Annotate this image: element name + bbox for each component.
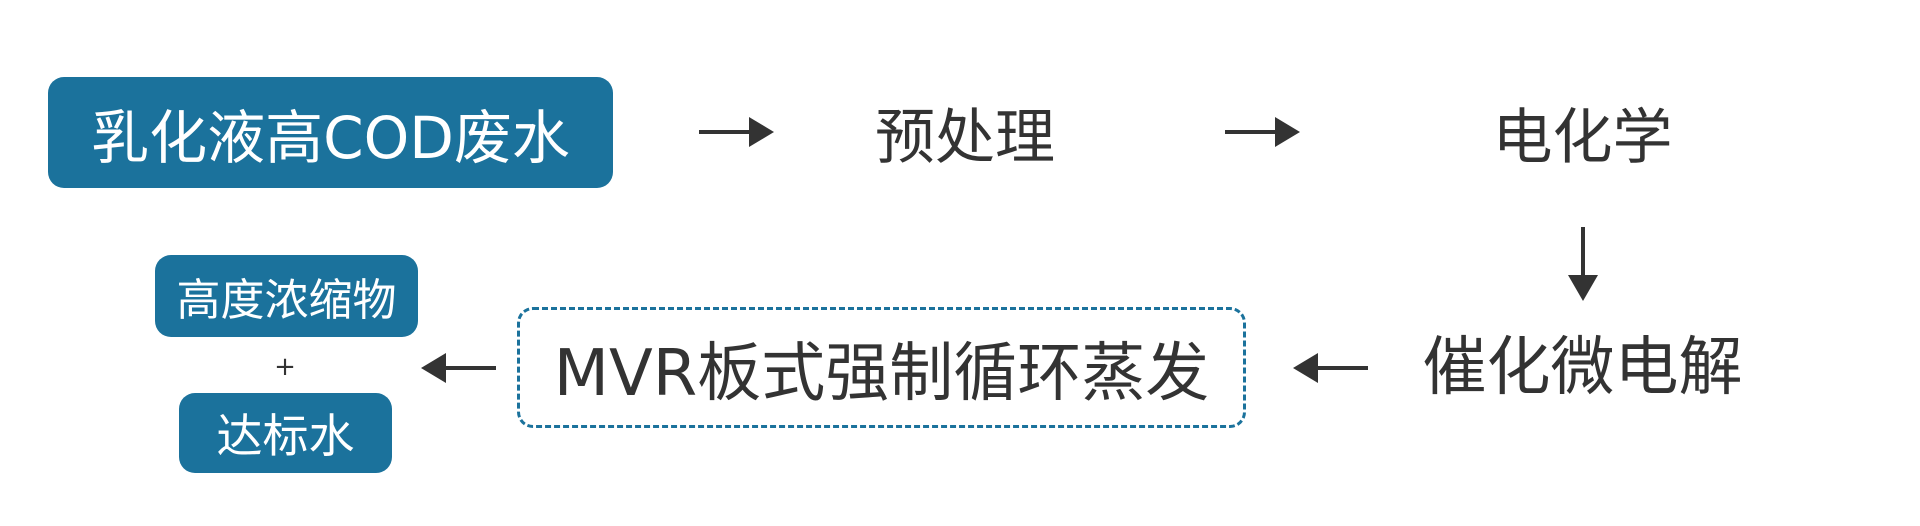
node-output-compliant-water: 达标水 <box>179 393 392 473</box>
node-pretreatment-label: 预处理 <box>875 102 1055 173</box>
node-catalytic-micro-electrolysis: 催化微电解 <box>1405 322 1760 405</box>
arrow-down-icon <box>1568 227 1598 301</box>
arrow-left-icon <box>421 353 496 383</box>
arrow-right-icon <box>699 117 774 147</box>
node-input-wastewater: 乳化液高COD废水 <box>48 77 613 188</box>
node-output-concentrate: 高度浓缩物 <box>155 255 418 337</box>
node-pretreatment: 预处理 <box>850 92 1080 173</box>
arrow-right-icon <box>1225 117 1300 147</box>
node-electrochemistry-label: 电化学 <box>1492 102 1673 173</box>
node-mvr-evaporation: MVR板式强制循环蒸发 <box>517 307 1246 428</box>
node-input-label: 乳化液高COD废水 <box>91 103 570 172</box>
node-catalytic-label: 催化微电解 <box>1422 331 1743 405</box>
node-output-water-label: 达标水 <box>216 409 355 463</box>
node-output-concentrate-label: 高度浓缩物 <box>176 275 397 326</box>
node-mvr-label: MVR板式强制循环蒸发 <box>553 336 1210 411</box>
arrow-left-icon <box>1293 353 1368 383</box>
node-electrochemistry: 电化学 <box>1470 92 1695 173</box>
plus-symbol: + <box>274 352 296 382</box>
